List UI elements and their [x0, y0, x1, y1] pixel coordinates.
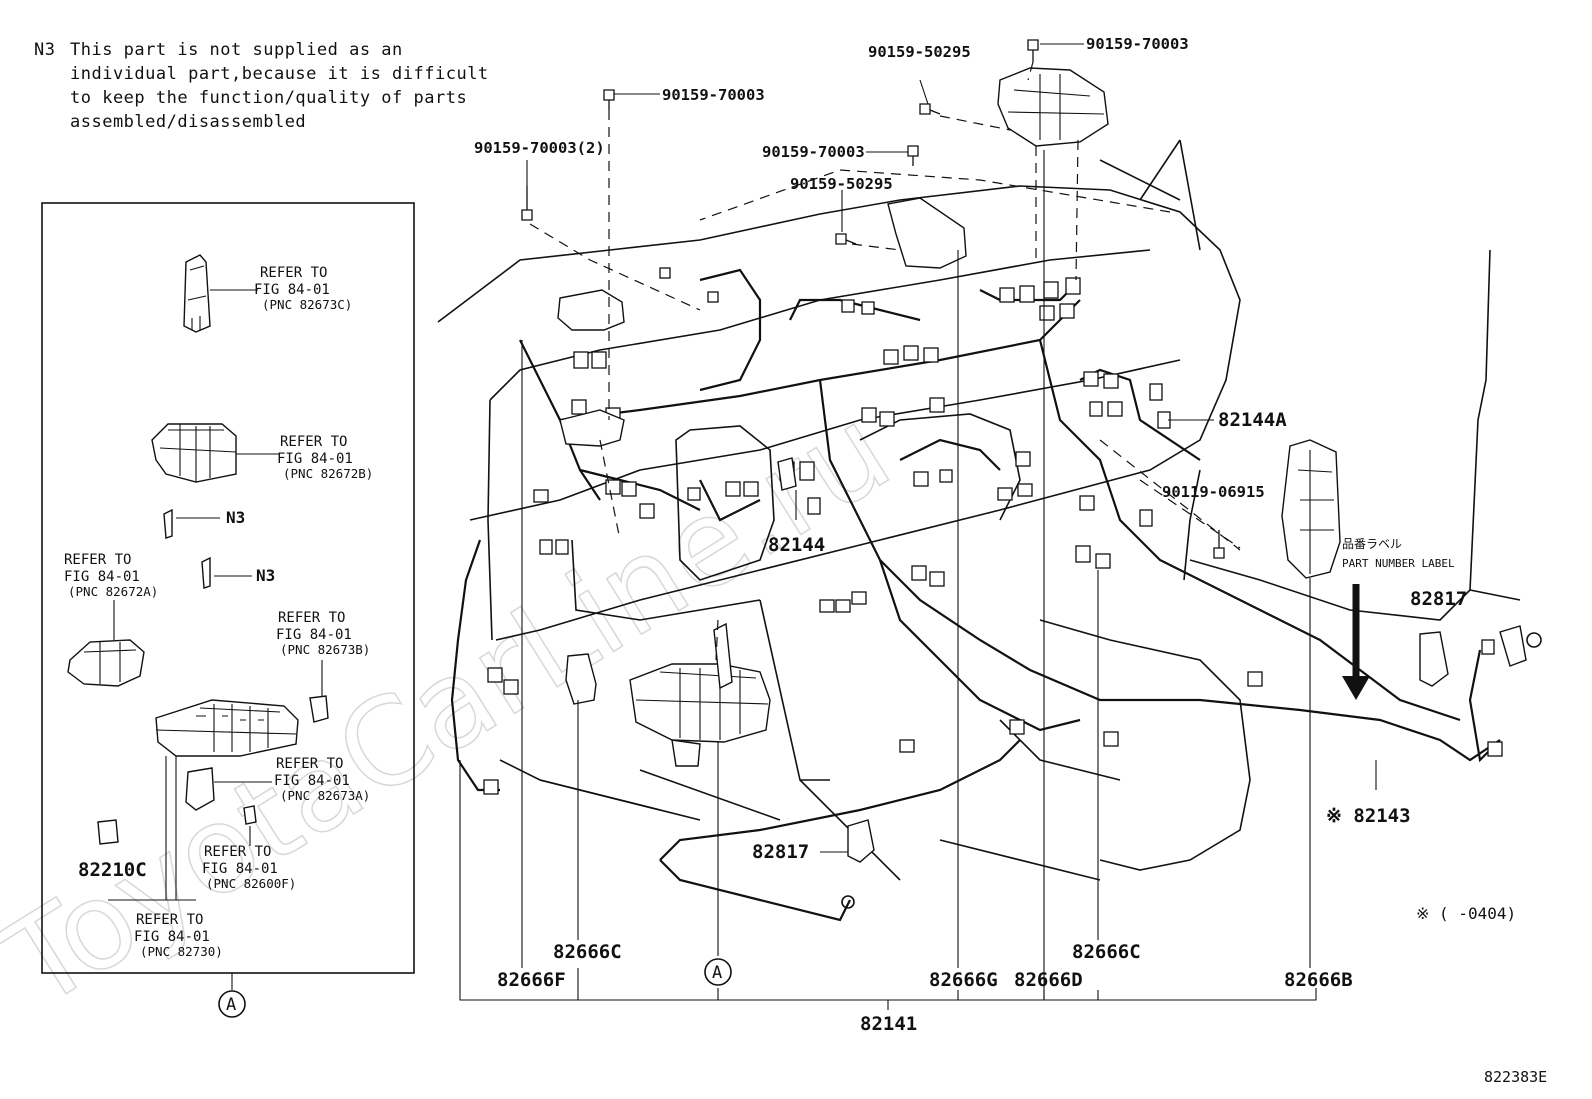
inset-refer-3-l2: FIG 84-01 [64, 569, 140, 585]
label-90159-70003-2: 90159-70003(2) [474, 139, 605, 157]
inset-refer-3-l1: REFER TO [64, 552, 131, 568]
callout-a-circle [704, 958, 732, 986]
callout-a: A [712, 963, 722, 983]
inset-refer-6-l1: REFER TO [204, 844, 271, 860]
n3-note-line-2: individual part,because it is difficult [70, 64, 489, 84]
inset-refer-1-l2: FIG 84-01 [254, 282, 330, 298]
leader-82730 [108, 756, 196, 901]
label-82144: 82144 [768, 534, 825, 556]
label-82141: 82141 [860, 1013, 917, 1035]
n3-note-line-3: to keep the function/quality of parts [70, 88, 467, 108]
n3-note-code: N3 [34, 40, 55, 60]
label-82143: ※ 82143 [1326, 805, 1411, 827]
inset-refer-2-l1: REFER TO [280, 434, 347, 450]
inset-refer-2-l3: (PNC 82672B) [283, 466, 373, 481]
instrument-panel-harness [437, 39, 1542, 1010]
bracket-82666c-left [565, 653, 597, 705]
label-82666g: 82666G [929, 969, 998, 991]
inset-callout-a: A [226, 995, 236, 1015]
label-82144a: 82144A [1218, 409, 1287, 431]
label-82666b: 82666B [1284, 969, 1353, 991]
inset-refer-2-l2: FIG 84-01 [277, 451, 353, 467]
label-82817-right: 82817 [1410, 588, 1467, 610]
inset-refer-4-l3: (PNC 82673B) [280, 642, 370, 657]
label-82666d: 82666D [1014, 969, 1083, 991]
relay-82672a-drawing [67, 600, 145, 687]
inset-refer-7-l2: FIG 84-01 [134, 929, 210, 945]
inset-refer-4-l2: FIG 84-01 [276, 627, 352, 643]
label-90159-70003-c: 90159-70003 [762, 143, 865, 161]
label-90159-50295-b: 90159-50295 [790, 175, 893, 193]
connector-82817-right [1419, 631, 1449, 687]
inset-refer-5-l1: REFER TO [276, 756, 343, 772]
n3-label-b: N3 [256, 566, 275, 585]
label-90159-70003-b: 90159-70003 [1086, 35, 1189, 53]
n3-note-line-4: assembled/disassembled [70, 112, 306, 132]
figure-id: 822383E [1484, 1068, 1547, 1086]
bracket-mid-left [559, 409, 625, 447]
part-number-label-bracket [1281, 439, 1341, 579]
inset-refer-7-l1: REFER TO [136, 912, 203, 928]
inset-refer-3-l3: (PNC 82672A) [68, 584, 158, 599]
bracket-82673c-drawing [183, 254, 258, 333]
bracket-upper-left [557, 289, 625, 331]
junction-block-82730-drawing [155, 699, 299, 757]
inset-refer-6-l2: FIG 84-01 [202, 861, 278, 877]
n3-note: N3 This part is not supplied as an indiv… [34, 40, 489, 132]
inset-refer-1-l1: REFER TO [260, 265, 327, 281]
inset-callout-circle [218, 990, 246, 1018]
label-90119-06915: 90119-06915 [1162, 483, 1265, 501]
inset-frame [41, 202, 415, 974]
bolt-icons [521, 39, 1225, 559]
bracket-center-top [887, 197, 967, 269]
arrow-head-icon [1342, 676, 1370, 700]
inset-refer-7-l3: (PNC 82730) [140, 944, 223, 959]
label-90159-70003-a: 90159-70003 [662, 86, 765, 104]
part-labels: 90159-70003 90159-70003(2) 90159-50295 9… [474, 35, 1547, 1086]
bracket-82673b-drawing [309, 660, 329, 723]
inset-refer-5-l2: FIG 84-01 [274, 773, 350, 789]
bracket-top-right [997, 67, 1109, 147]
label-82666c-right: 82666C [1072, 941, 1141, 963]
bracket-82673a-drawing [185, 767, 272, 811]
clip-n3-a-drawing [163, 508, 220, 539]
relay-block-82672b-drawing [151, 423, 280, 483]
n3-label-a: N3 [226, 508, 245, 527]
inset-refer-1-l3: (PNC 82673C) [262, 297, 352, 312]
inset-refer-5-l3: (PNC 82673A) [280, 788, 370, 803]
label-82666f: 82666F [497, 969, 566, 991]
connector-82817-mid [847, 819, 875, 863]
part-82210c-label: 82210C [78, 859, 147, 881]
inset-refer-6-l3: (PNC 82600F) [206, 876, 296, 891]
inset-panel: REFER TO FIG 84-01 (PNC 82673C) REFER TO… [41, 202, 415, 1018]
label-82817-mid: 82817 [752, 841, 809, 863]
clip-n3-b-drawing [201, 556, 252, 589]
label-82666c-left: 82666C [553, 941, 622, 963]
label-jp-part-number: 品番ラベル [1342, 537, 1402, 551]
inset-refer-4-l1: REFER TO [278, 610, 345, 626]
footnote: ※ ( -0404) [1416, 904, 1516, 923]
n3-note-line-1: This part is not supplied as an [70, 40, 403, 60]
label-90159-50295-a: 90159-50295 [868, 43, 971, 61]
label-part-number-label: PART NUMBER LABEL [1342, 557, 1455, 570]
part-82600f-drawing [243, 805, 257, 846]
relay-82210c-drawing [97, 819, 119, 845]
